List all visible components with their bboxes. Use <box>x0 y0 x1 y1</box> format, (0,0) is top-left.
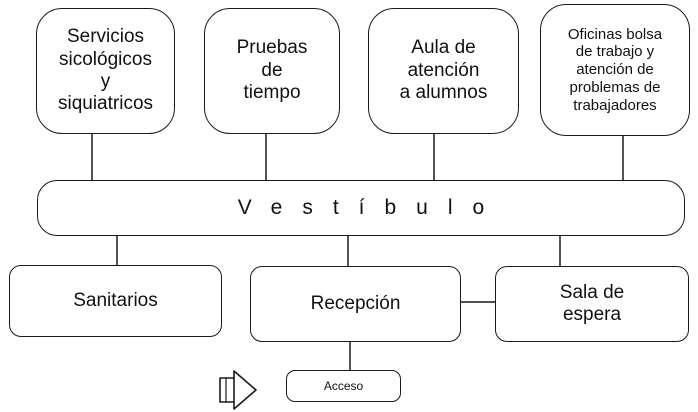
node-aula-de-atencion: Aula de atención a alumnos <box>368 8 519 134</box>
node-oficinas-bolsa-de-trabajo: Oficinas bolsa de trabajo y atención de … <box>540 4 690 136</box>
node-vestibulo: Vestíbulo <box>37 180 685 236</box>
node-pruebas-label: Pruebas de tiempo <box>236 37 308 104</box>
node-espera-label: Sala de espera <box>559 281 625 325</box>
node-aula-label: Aula de atención a alumnos <box>399 37 488 104</box>
node-recepcion-label: Recepción <box>310 292 401 314</box>
node-pruebas-de-tiempo: Pruebas de tiempo <box>204 8 340 134</box>
node-sanitarios: Sanitarios <box>9 265 222 337</box>
node-recepcion: Recepción <box>250 266 461 342</box>
node-acceso: Acceso <box>286 370 401 402</box>
node-acceso-label: Acceso <box>323 378 364 393</box>
node-servicios-sicologicos: Servicios sicológicos y siquiatricos <box>36 8 175 134</box>
node-oficinas-label: Oficinas bolsa de trabajo y atención de … <box>567 25 663 114</box>
node-sanitarios-label: Sanitarios <box>73 289 158 311</box>
node-servicios-label: Servicios sicológicos y siquiatricos <box>57 26 154 115</box>
node-sala-de-espera: Sala de espera <box>495 266 689 342</box>
node-vestibulo-label: Vestíbulo <box>237 195 505 219</box>
entrance-arrow-icon <box>219 370 257 410</box>
